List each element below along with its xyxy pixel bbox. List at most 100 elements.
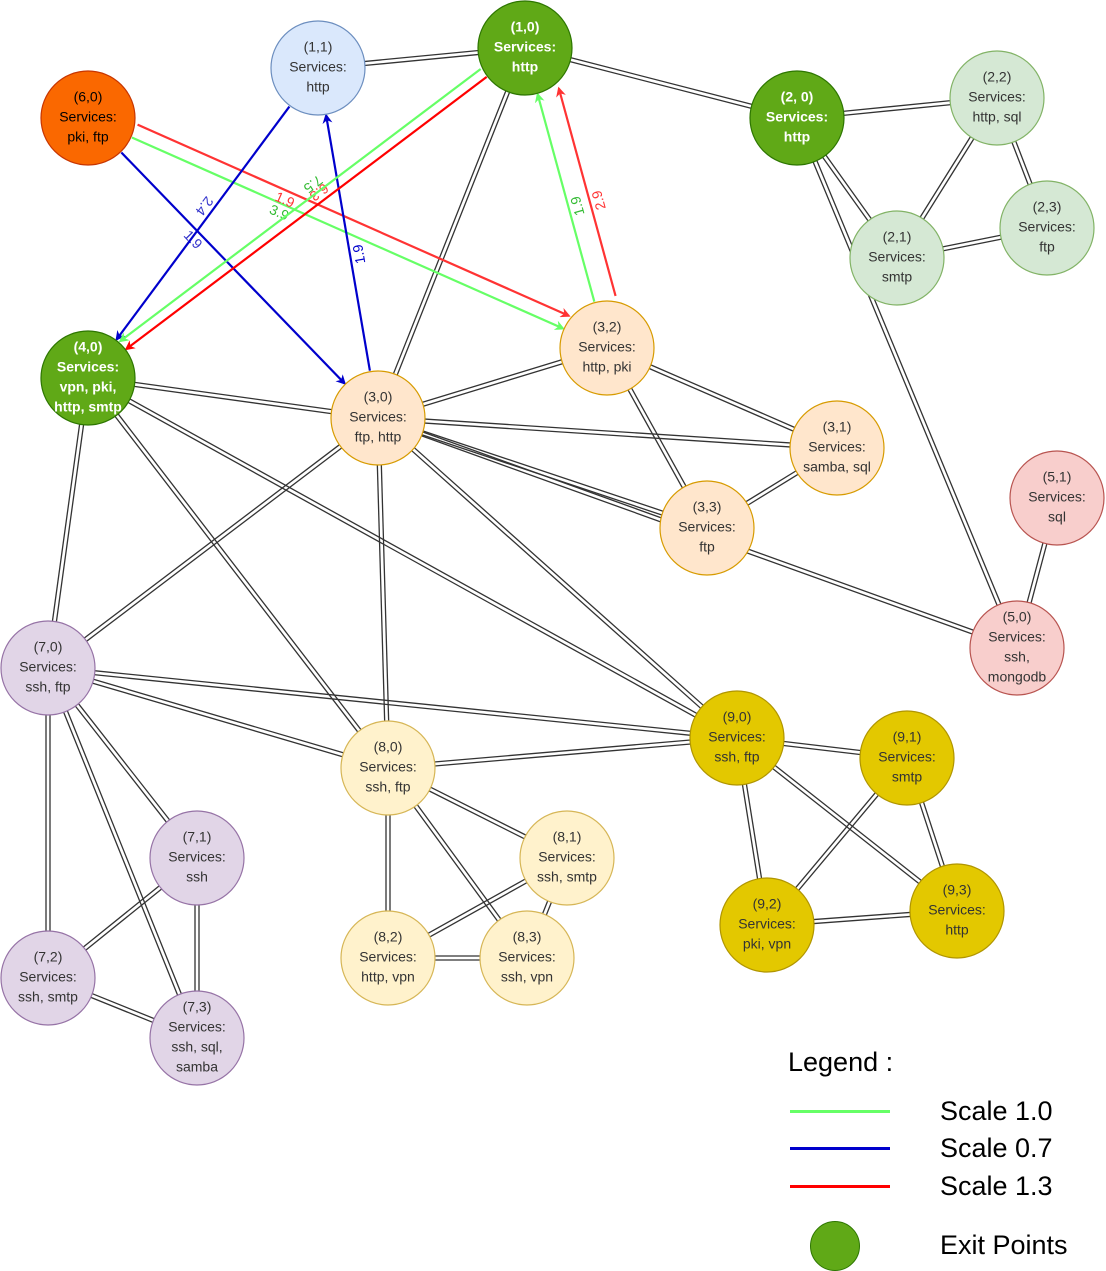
node-label: ssh, ftp bbox=[365, 779, 410, 795]
node-2-1[interactable]: (2,1)Services:smtp bbox=[849, 210, 945, 306]
node-7-3[interactable]: (7,3)Services:ssh, sql,samba bbox=[149, 990, 245, 1086]
link-9-1-to-9-3 bbox=[918, 799, 946, 870]
link-8-2-to-8-3 bbox=[433, 955, 482, 961]
node-label: http, smtp bbox=[54, 399, 122, 415]
attack-arrow: 1.9 bbox=[322, 113, 371, 371]
legend-label: Scale 1.3 bbox=[940, 1171, 1053, 1201]
node-circle bbox=[149, 990, 245, 1086]
node-label: Services: bbox=[494, 39, 556, 55]
node-9-2[interactable]: (9,2)Services:pki, vpn bbox=[719, 877, 815, 973]
node-label: Services: bbox=[1028, 489, 1086, 505]
node-label: ssh bbox=[186, 869, 208, 885]
link-7-0-to-8-0 bbox=[90, 678, 346, 758]
node-9-3[interactable]: (9,3)Services:http bbox=[909, 863, 1005, 959]
node-label: Services: bbox=[59, 109, 117, 125]
link-7-1-to-7-2 bbox=[81, 884, 164, 952]
node-label: ftp, http bbox=[355, 429, 402, 445]
node-label: pki, vpn bbox=[743, 936, 791, 952]
nodes-layer: (1,1)Services:http(1,0)Services:http(6,0… bbox=[0, 0, 1105, 1086]
node-circle bbox=[859, 710, 955, 806]
node-4-0[interactable]: (4,0)Services:vpn, pki,http, smtp bbox=[40, 330, 136, 426]
node-3-3[interactable]: (3,3)Services:ftp bbox=[659, 480, 755, 576]
node-7-0[interactable]: (7,0)Services:ssh, ftp bbox=[0, 620, 96, 716]
node-label: Services: bbox=[766, 109, 828, 125]
node-label: Services: bbox=[168, 849, 226, 865]
node-8-0[interactable]: (8,0)Services:ssh, ftp bbox=[340, 720, 436, 816]
attack-arrow: 1.9 bbox=[534, 92, 596, 302]
legend-line-blue bbox=[790, 1147, 890, 1150]
node-label: ssh, bbox=[1004, 649, 1030, 665]
node-label: Services: bbox=[19, 969, 77, 985]
node-label: Services: bbox=[988, 629, 1046, 645]
node-3-2[interactable]: (3,2)Services:http, pki bbox=[559, 300, 655, 396]
node-circle bbox=[909, 863, 1005, 959]
node-label: http bbox=[512, 59, 538, 75]
node-5-1[interactable]: (5,1)Services:sql bbox=[1009, 450, 1105, 546]
legend-item-exit-points: Exit Points bbox=[790, 1221, 1090, 1271]
node-6-0[interactable]: (6,0) Services: pki, ftp bbox=[40, 70, 136, 166]
node-label: Services: bbox=[359, 759, 417, 775]
node-1-1[interactable]: (1,1) Services: http bbox=[270, 20, 366, 116]
node-2-3[interactable]: (2,3)Services:ftp bbox=[999, 180, 1095, 276]
node-circle bbox=[270, 20, 366, 116]
node-label: (8,1) bbox=[553, 829, 582, 845]
arrow-weight-label: 2.9 bbox=[588, 189, 609, 212]
attack-arrow: 1.9 bbox=[137, 123, 571, 318]
node-label: Services: bbox=[738, 916, 796, 932]
node-label: Services: bbox=[928, 902, 986, 918]
node-label: Services: bbox=[359, 949, 417, 965]
node-label: Services: bbox=[289, 59, 347, 75]
link-3-0-to-3-3 bbox=[419, 429, 666, 517]
node-3-1[interactable]: (3,1)Services:samba, sql bbox=[789, 400, 885, 496]
node-label: mongodb bbox=[988, 669, 1047, 685]
link-4-0-to-8-0 bbox=[113, 412, 363, 734]
node-8-3[interactable]: (8,3)Services:ssh, vpn bbox=[479, 910, 575, 1006]
node-label: http, pki bbox=[582, 359, 631, 375]
node-label: (1,1) bbox=[304, 39, 333, 55]
arrow-weight-label: 1.9 bbox=[349, 243, 368, 265]
node-label: ssh, vpn bbox=[501, 969, 553, 985]
link-3-0-to-7-0 bbox=[82, 443, 344, 643]
node-9-0[interactable]: (9,0)Services:ssh, ftp bbox=[689, 690, 785, 786]
node-circle bbox=[40, 330, 136, 426]
link-4-0-to-3-0 bbox=[132, 381, 334, 415]
node-circle bbox=[999, 180, 1095, 276]
node-label: http, sql bbox=[972, 109, 1021, 125]
node-label: http, vpn bbox=[361, 969, 415, 985]
link-2-0-to-2-2 bbox=[841, 99, 953, 117]
link-7-0-to-7-1 bbox=[73, 701, 172, 825]
node-label: (2,1) bbox=[883, 229, 912, 245]
node-circle bbox=[689, 690, 785, 786]
node-9-1[interactable]: (9,1)Services:smtp bbox=[859, 710, 955, 806]
node-circle bbox=[330, 370, 426, 466]
node-label: Services: bbox=[538, 849, 596, 865]
node-2-2[interactable]: (2,2)Services:http, sql bbox=[949, 50, 1045, 146]
link-2-2-to-2-1 bbox=[918, 134, 976, 222]
node-5-0[interactable]: (5,0)Services:ssh,mongodb bbox=[969, 600, 1065, 696]
link-8-0-to-8-1 bbox=[427, 785, 528, 841]
node-circle bbox=[789, 400, 885, 496]
node-2-0[interactable]: (2, 0)Services:http bbox=[749, 70, 845, 166]
legend-title: Legend : bbox=[788, 1047, 894, 1077]
node-label: (6,0) bbox=[74, 89, 103, 105]
node-label: ssh, sql, bbox=[171, 1039, 222, 1055]
node-circle bbox=[519, 810, 615, 906]
node-1-0[interactable]: (1,0)Services:http bbox=[477, 0, 573, 96]
link-2-0-to-5-0 bbox=[811, 158, 1003, 608]
node-label: ftp bbox=[1039, 239, 1055, 255]
node-8-1[interactable]: (8,1)Services:ssh, smtp bbox=[519, 810, 615, 906]
node-7-1[interactable]: (7,1) Services: ssh bbox=[149, 810, 245, 906]
node-8-2[interactable]: (8,2)Services:http, vpn bbox=[340, 910, 436, 1006]
link-2-1-to-2-3 bbox=[940, 234, 1004, 252]
node-3-0[interactable]: (3,0)Services:ftp, http bbox=[330, 370, 426, 466]
node-label: http bbox=[306, 79, 330, 95]
link-3-0-to-3-2 bbox=[420, 358, 565, 408]
node-label: pki, ftp bbox=[67, 129, 108, 145]
legend-label: Scale 0.7 bbox=[940, 1133, 1053, 1163]
node-label: (7,1) bbox=[183, 829, 212, 845]
node-circle bbox=[1009, 450, 1105, 546]
node-label: (9,3) bbox=[943, 882, 972, 898]
node-7-2[interactable]: (7,2)Services:ssh, smtp bbox=[0, 930, 96, 1026]
